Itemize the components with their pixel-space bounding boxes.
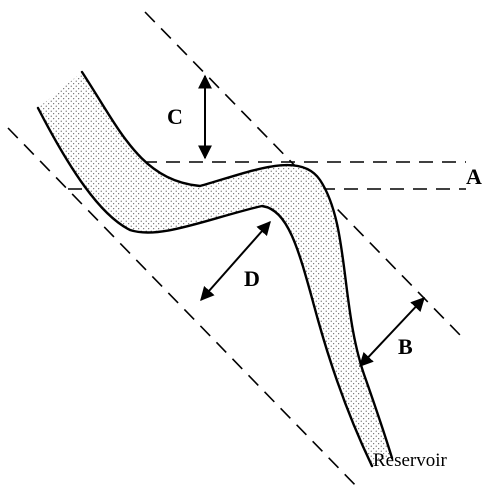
d-dimension-arrow xyxy=(200,220,271,302)
b-dimension-arrow xyxy=(359,296,425,368)
label-b: B xyxy=(398,334,413,359)
stippled-channel-fill xyxy=(38,72,392,466)
label-c: C xyxy=(167,104,183,129)
label-a: A xyxy=(466,164,482,189)
lower-diagonal-dashed-line xyxy=(7,127,361,491)
label-d: D xyxy=(244,266,260,291)
channel-lower-edge xyxy=(36,106,374,468)
upper-diagonal-dashed-line xyxy=(144,11,461,336)
channel-upper-edge xyxy=(80,70,394,460)
reservoir-label: Reservoir xyxy=(373,450,448,471)
